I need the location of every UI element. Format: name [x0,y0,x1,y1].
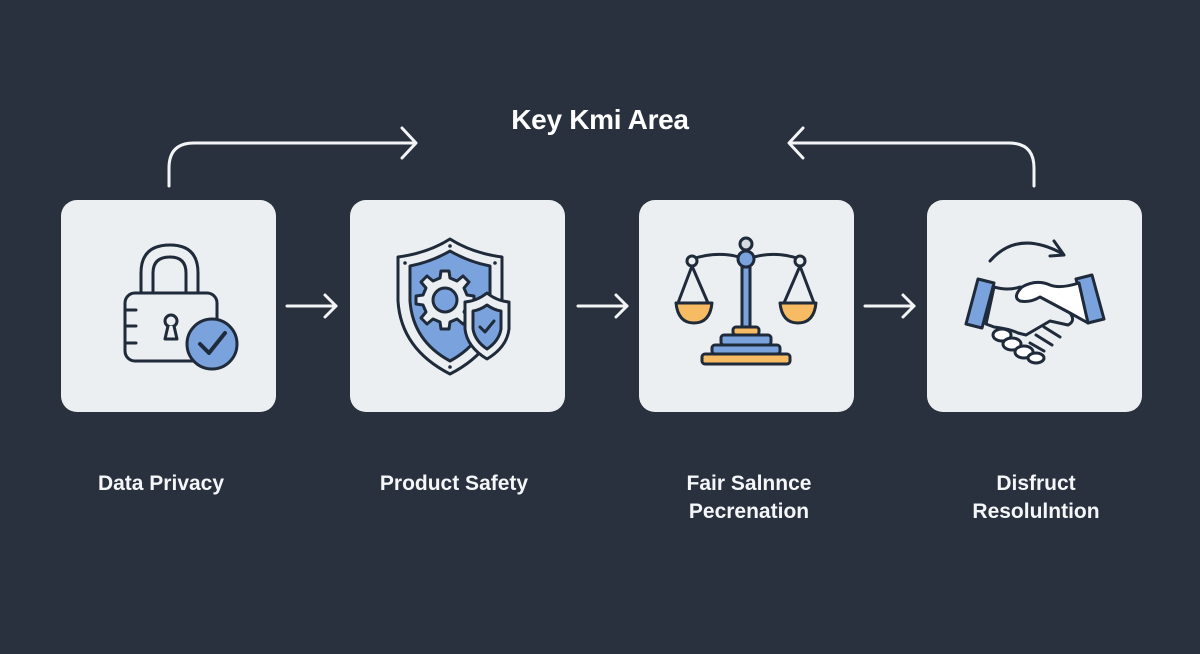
balance-scale-icon [674,236,817,366]
step-card-product-safety [350,200,565,412]
step-label-line2: Pecrenation [688,500,810,523]
flow-arrow-3 [863,293,916,319]
shield-gear-icon [396,237,510,376]
step-label-fair-salnnce-pecrenation: Fair Salnnce Pecrenation [629,470,869,526]
step-card-data-privacy [61,200,276,412]
step-label-disfruct-resolulntion: Disfruct Resolulntion [916,470,1156,526]
step-label-line2: Resolulntion [972,500,1100,523]
step-label-line1: Fair Salnnce [686,472,812,495]
step-label-line1: Product Safety [379,472,529,495]
padlock-check-icon [123,243,238,371]
step-card-disfruct-resolulntion [927,200,1142,412]
top-left-connector-arrow [167,126,418,188]
step-card-fair-salnnce-pecrenation [639,200,854,412]
step-label-line1: Data Privacy [97,472,225,495]
flow-arrow-2 [576,293,629,319]
step-label-data-privacy: Data Privacy [41,470,281,498]
step-label-product-safety: Product Safety [334,470,574,498]
diagram-title: Key Kmi Area [511,104,689,135]
flow-arrow-1 [285,293,338,319]
step-label-line1: Disfruct [996,472,1076,495]
handshake-icon [964,239,1105,365]
top-right-connector-arrow [787,126,1036,188]
